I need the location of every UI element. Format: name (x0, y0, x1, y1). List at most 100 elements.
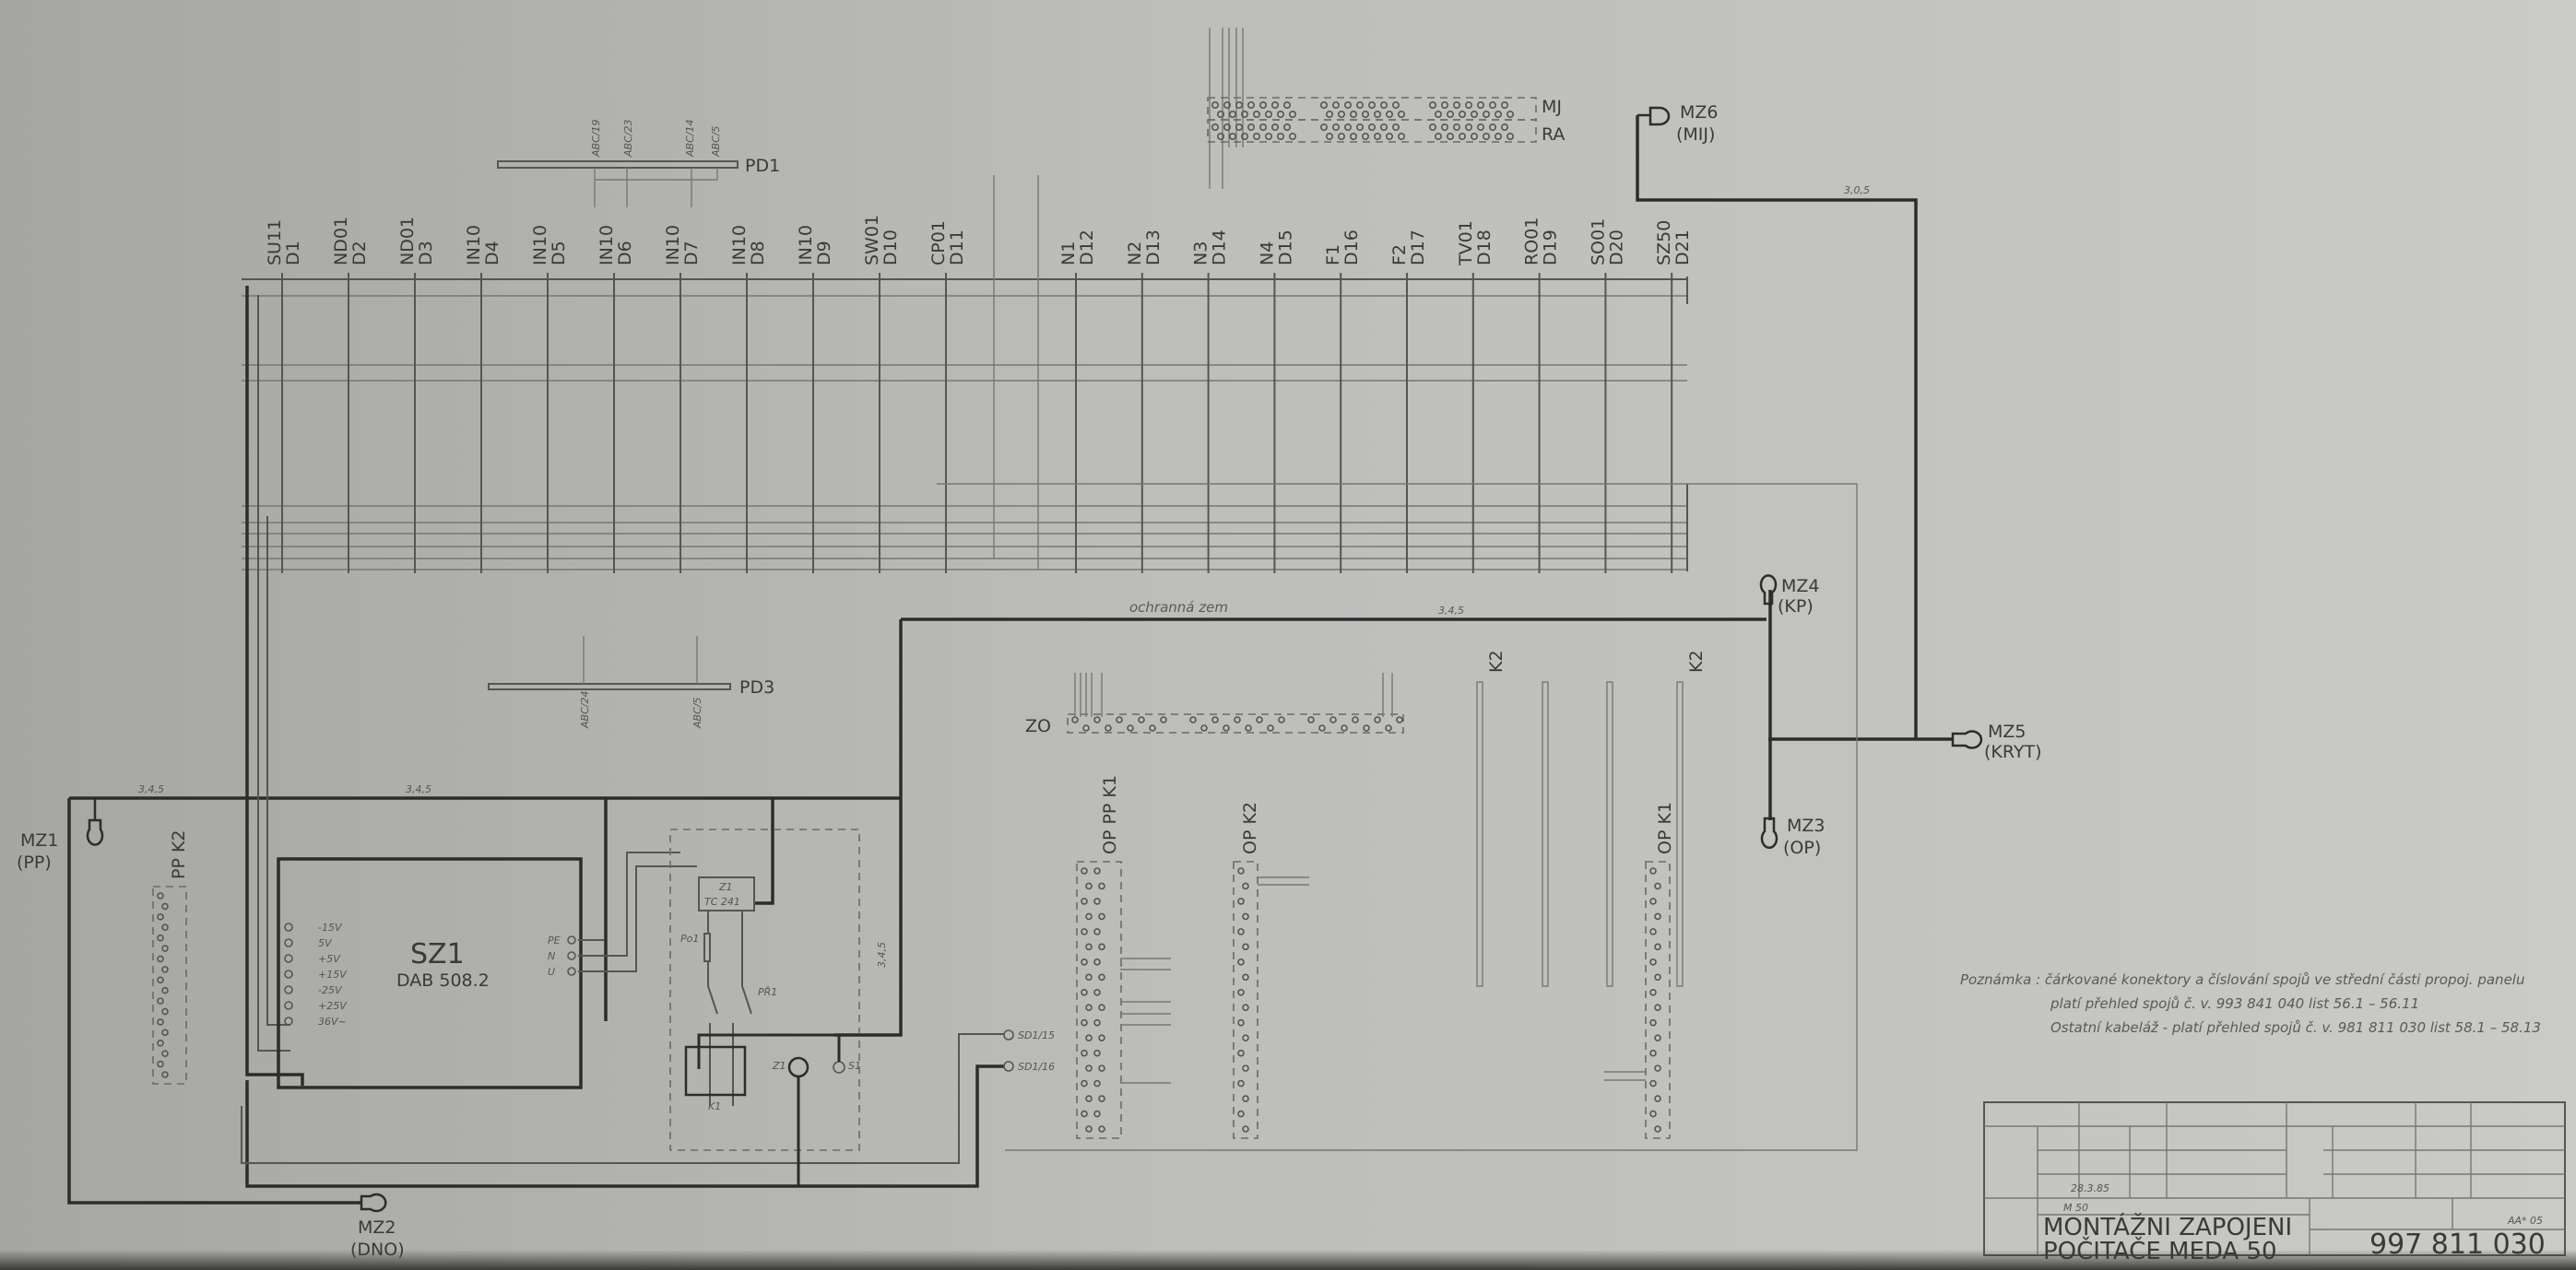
connector-pin (1447, 133, 1455, 141)
connector-pin (1465, 123, 1473, 132)
pd1-label: PD1 (745, 156, 780, 176)
drawing-number: 997 811 030 (2369, 1229, 2546, 1261)
psu-model: DAB 508.2 (396, 970, 490, 991)
connector-pin (1093, 958, 1101, 966)
connector-pin (1350, 111, 1358, 119)
psu-pin-label: -15V (318, 922, 343, 934)
connector-strip: K2 (1476, 650, 1507, 987)
connector-pin (1085, 882, 1093, 890)
connector-op-pp-k1: OP PP K1 (1076, 775, 1122, 1139)
wire-label: 3,4,5 (1438, 605, 1464, 617)
mj-label: MJ (1542, 97, 1562, 117)
connector-pin (161, 923, 169, 932)
connector-outline (152, 886, 187, 1085)
column-position: D9 (814, 241, 834, 265)
switch-icon (707, 911, 752, 1106)
connector-pin (1217, 133, 1225, 141)
drawing-title-2: POČITAČE MEDA 50 (2043, 1236, 2277, 1265)
connector-pin (1237, 867, 1245, 875)
connector-pin (1320, 101, 1329, 110)
connector-pin (1085, 1095, 1093, 1102)
connector-pin (1211, 101, 1220, 110)
ra-connector-outline (1207, 119, 1537, 143)
connector-pin (1392, 101, 1400, 110)
psu-pin-label: PE (548, 935, 561, 947)
connector-pin (1649, 988, 1657, 996)
connector-pin (1081, 867, 1088, 875)
column-name: IN10 (729, 225, 750, 265)
connector-pin (1223, 123, 1232, 132)
note-line: platí přehled spojů č. v. 993 841 040 li… (2050, 995, 2419, 1012)
connector-pin (1093, 898, 1101, 905)
connector-pin (1081, 1049, 1088, 1057)
connector-label: K2 (1686, 650, 1707, 673)
connector-pin (157, 976, 164, 984)
drawing-note: Poznámka : čárkované konektory a číslová… (1960, 971, 2541, 1036)
wire-label: 3,0,5 (1844, 184, 1870, 196)
column-position: D13 (1143, 229, 1164, 265)
connector-pin (1398, 111, 1406, 119)
mz5-sub: (KRYT) (1984, 742, 2041, 762)
connector-pin (1341, 724, 1348, 732)
connector-pin (1398, 133, 1406, 141)
connector-pin (1501, 123, 1509, 132)
connector-pin (161, 902, 169, 911)
terminal-sd1-16 (1003, 1061, 1014, 1072)
ground-wiring-left (67, 619, 903, 1205)
connector-pin (1654, 973, 1661, 982)
column-name: F2 (1389, 244, 1410, 265)
connector-pin (1085, 1064, 1093, 1072)
connector-pin (1380, 123, 1388, 132)
mj-ra-connector: MJ RA (1207, 28, 1565, 189)
connector-pin (1081, 1018, 1088, 1027)
connector-pin (1211, 716, 1219, 723)
connector-pin (1082, 724, 1090, 732)
connector-pin (1649, 958, 1657, 966)
connector-pin (1649, 898, 1657, 905)
psu-pin (284, 938, 293, 947)
column-position: D18 (1474, 229, 1495, 265)
connector-pin (1237, 1018, 1245, 1027)
connector-pin (1235, 101, 1244, 110)
mains-switch-unit: Z1 TC 241 Po1 PŘ1 K1 Z1 S1 (669, 829, 901, 1186)
connector-pin (1098, 1004, 1105, 1012)
connector-pin (1338, 133, 1346, 141)
connector-pin (1483, 133, 1491, 141)
connector-pin (1649, 1079, 1657, 1088)
connector-pin (1649, 867, 1657, 875)
connector-pin (1326, 133, 1334, 141)
connector-pin (1374, 133, 1382, 141)
connector-pin (1271, 101, 1280, 110)
connector-pin (1278, 716, 1285, 723)
power-supply-sz1: SZ1 DAB 508.2 -15V5V+5V+15V-25V+25V36V~P… (277, 852, 697, 1089)
pd3-connector: PD3 ABC/24 ABC/5 (488, 636, 774, 729)
connector-pin (1332, 101, 1341, 110)
switch-label: PŘ1 (758, 986, 777, 998)
column-position: D21 (1672, 229, 1693, 265)
connector-pin (1396, 716, 1403, 723)
psu-pin (284, 970, 293, 979)
column-name: F1 (1323, 244, 1343, 265)
connector-wires (1120, 876, 1646, 1084)
ground-point-mz4: MZ4 (KP) (1759, 574, 1820, 617)
connector-pin (161, 986, 169, 994)
sd1-terminals: SD1/15 SD1/16 (1003, 1029, 1055, 1073)
pd1-pin-label: ABC/14 (684, 120, 696, 158)
connector-pin (1654, 1004, 1661, 1012)
connector-pp-k2: PP K2 (152, 829, 189, 1085)
psu-pin (284, 985, 293, 994)
connector-pin (1237, 1110, 1245, 1118)
connector-strip-bar (1606, 681, 1613, 987)
connector-pin (1223, 724, 1230, 732)
connector-label: ZO (1025, 716, 1051, 736)
connector-label: K2 (1486, 650, 1507, 673)
column-name: N3 (1191, 241, 1211, 265)
mz6-label: MZ6 (1680, 102, 1719, 123)
mz1-label: MZ1 (20, 830, 59, 851)
pd1-connector: PD1 ABC/19 ABC/23 ABC/14 ABC/5 (497, 120, 780, 207)
connector-pin (1149, 724, 1156, 732)
connector-pin (1071, 716, 1079, 723)
pd3-wires (583, 636, 698, 684)
connector-pin (1654, 943, 1661, 951)
